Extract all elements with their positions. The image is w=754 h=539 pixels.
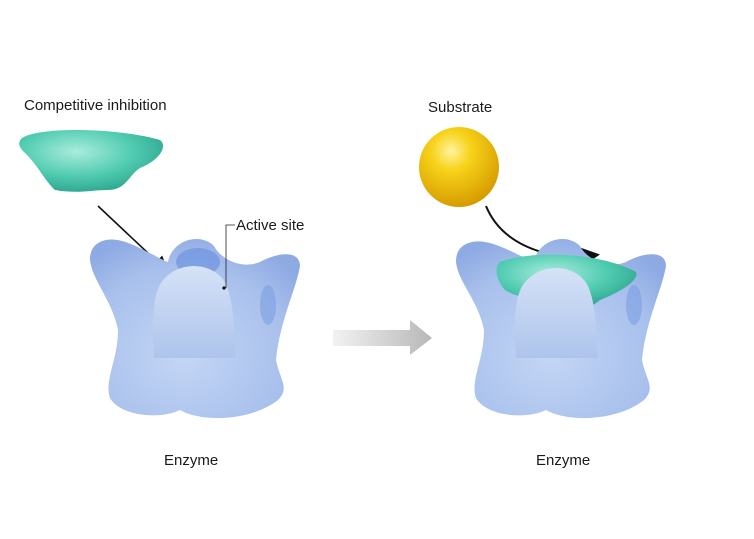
- competitive-inhibitor-shape: [19, 129, 164, 192]
- substrate-label: Substrate: [428, 99, 493, 116]
- active-site-marker: [222, 286, 226, 290]
- enzyme-right-shape: [456, 239, 666, 419]
- transition-arrow: [333, 320, 432, 355]
- competitive-inhibition-label: Competitive inhibition: [24, 97, 167, 114]
- active-site-leader-line: [225, 224, 235, 288]
- enzyme-left-label: Enzyme: [164, 452, 219, 469]
- substrate-sphere: [419, 127, 499, 207]
- active-site-label: Active site: [236, 217, 305, 234]
- enzyme-left-shape: [90, 239, 300, 419]
- enzyme-right-label: Enzyme: [536, 452, 591, 469]
